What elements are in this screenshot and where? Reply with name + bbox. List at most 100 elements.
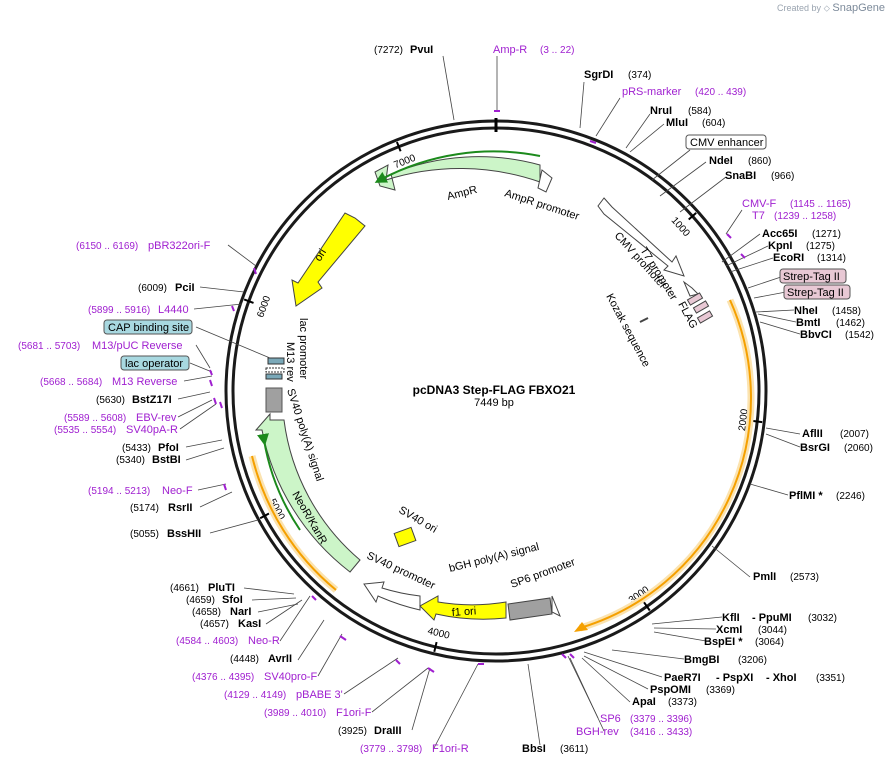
sp6-primer[interactable]: SP6	[600, 713, 621, 725]
bsrgi-label[interactable]: BsrGI	[800, 442, 830, 454]
pmli-label[interactable]: PmlI	[753, 571, 776, 583]
sv40pa-r-pos: (5535 .. 5554)	[54, 425, 116, 436]
orf-arrow[interactable]	[579, 299, 752, 629]
primer-marks	[209, 110, 746, 673]
aflii-label[interactable]: AflII	[802, 428, 823, 440]
kasi-label[interactable]: KasI	[238, 618, 261, 630]
ndei-label[interactable]: NdeI	[709, 155, 733, 167]
pfoi-label[interactable]: PfoI	[158, 442, 179, 454]
ampr-r-primer[interactable]: Amp-R	[493, 44, 527, 56]
pluti-label[interactable]: PluTI	[208, 582, 235, 594]
bgh-polya-feature[interactable]	[507, 597, 553, 621]
pbabe3-pos: (4129 .. 4149)	[224, 690, 286, 701]
sv40pro-f-primer[interactable]: SV40pro-F	[264, 671, 317, 683]
m13-puc-reverse-primer[interactable]: M13/pUC Reverse	[92, 340, 182, 352]
draiii-label[interactable]: DraIII	[374, 725, 402, 737]
strep-feature-1[interactable]	[692, 300, 710, 314]
t7-promoter-feature[interactable]	[682, 280, 699, 297]
avrii-label[interactable]: AvrII	[268, 653, 292, 665]
f1ori-r-pos: (3779 .. 3798)	[360, 744, 422, 755]
bsshii-label[interactable]: BssHII	[167, 528, 201, 540]
pcii-label[interactable]: PciI	[175, 282, 195, 294]
bgh-rev-pos: (3416 .. 3433)	[630, 727, 692, 738]
f1ori-r-primer[interactable]: F1ori-R	[432, 743, 469, 755]
bstz17i-pos: (5630)	[96, 395, 125, 406]
nhei-label[interactable]: NheI	[794, 305, 818, 317]
cap-binding-box[interactable]: CAP binding site	[103, 319, 193, 335]
sp6-promoter-feature[interactable]	[551, 595, 561, 618]
rsrii-label[interactable]: RsrII	[168, 502, 192, 514]
sv40-promoter-feature[interactable]	[363, 581, 421, 611]
pbr322ori-f-primer[interactable]: pBR322ori-F	[148, 240, 211, 252]
lac-operator-feature[interactable]	[265, 373, 283, 380]
tick-mark-5000	[259, 512, 270, 520]
lac-promoter-feature[interactable]	[265, 367, 285, 373]
apai-label[interactable]: ApaI	[632, 696, 656, 708]
nrui-label[interactable]: NruI	[650, 105, 672, 117]
snapgene-logo-icon: ⬦	[823, 3, 830, 13]
bbvci-label[interactable]: BbvCI	[800, 329, 832, 341]
strep-feature-2[interactable]	[696, 310, 714, 324]
neo-r-primer[interactable]: Neo-R	[248, 635, 280, 647]
f1ori-f-primer[interactable]: F1ori-F	[336, 707, 372, 719]
t7-pos: (1239 .. 1258)	[774, 211, 836, 222]
xcmi-label[interactable]: XcmI	[716, 624, 742, 636]
lac-operator-box[interactable]: lac operator	[120, 355, 190, 371]
bmgbi-pos: (3206)	[738, 655, 767, 666]
sv40-polya-block[interactable]	[265, 387, 283, 413]
sv40pa-r-primer[interactable]: SV40pA-R	[126, 424, 178, 436]
nari-label[interactable]: NarI	[230, 606, 251, 618]
bbvci-pos: (1542)	[845, 330, 874, 341]
f1-ori-feature[interactable]	[419, 595, 507, 621]
plasmid-size: 7449 bp	[474, 397, 514, 409]
bmti-label[interactable]: BmtI	[796, 317, 820, 329]
acc65i-label[interactable]: Acc65I	[762, 228, 797, 240]
pbabe3-primer[interactable]: pBABE 3'	[296, 689, 343, 701]
m13-reverse-primer[interactable]: M13 Reverse	[112, 376, 177, 388]
bstbi-label[interactable]: BstBI	[152, 454, 181, 466]
t7-primer[interactable]: T7	[752, 210, 765, 222]
pspomi-label[interactable]: PspOMI	[650, 684, 691, 696]
cap-binding-feature[interactable]	[267, 357, 285, 365]
bspei-pos: (3064)	[755, 637, 784, 648]
kozak-feature[interactable]	[639, 317, 649, 323]
pvui-label[interactable]: PvuI	[410, 44, 433, 56]
l4440-primer[interactable]: L4440	[158, 304, 189, 316]
xhoi-label[interactable]: - XhoI	[766, 672, 797, 684]
ecori-label[interactable]: EcoRI	[773, 252, 804, 264]
bgh-rev-primer[interactable]: BGH-rev	[576, 726, 619, 738]
bstbi-pos: (5340)	[116, 455, 145, 466]
kpni-label[interactable]: KpnI	[768, 240, 792, 252]
bbsi-label[interactable]: BbsI	[522, 743, 546, 755]
sfoi-label[interactable]: SfoI	[222, 594, 243, 606]
pflmi-label[interactable]: PflMI *	[789, 490, 823, 502]
flag-feature[interactable]	[686, 292, 704, 306]
ori-feature[interactable]	[291, 212, 366, 307]
cmv-promoter-feature[interactable]	[597, 197, 685, 277]
ebv-rev-primer[interactable]: EBV-rev	[136, 412, 177, 424]
mlui-label[interactable]: MluI	[666, 117, 688, 129]
kfli-label[interactable]: KflI	[722, 612, 740, 624]
cmv-f-primer[interactable]: CMV-F	[742, 198, 777, 210]
bmgbi-label[interactable]: BmgBI	[684, 654, 719, 666]
m13-reverse-pos: (5668 .. 5684)	[40, 377, 102, 388]
neo-r-pos: (4584 .. 4603)	[176, 636, 238, 647]
bspei-label[interactable]: BspEI *	[704, 636, 743, 648]
ndei-pos: (860)	[748, 156, 771, 167]
bstz17i-label[interactable]: BstZ17I	[132, 394, 172, 406]
cmv-enhancer-box[interactable]: CMV enhancer	[685, 134, 767, 150]
paer7i-label[interactable]: PaeR7I	[664, 672, 701, 684]
sv40pro-f-pos: (4376 .. 4395)	[192, 672, 254, 683]
sv40-ori-feature[interactable]	[393, 526, 417, 548]
ppumi-label[interactable]: - PpuMI	[752, 612, 792, 624]
prs-marker-primer[interactable]: pRS-marker	[622, 86, 682, 98]
ampr-promoter-feature[interactable]	[537, 169, 553, 193]
snabi-label[interactable]: SnaBI	[725, 170, 756, 182]
neor-feature[interactable]	[254, 412, 361, 573]
strep-tag-box-2[interactable]: Strep-Tag II	[783, 284, 851, 300]
neo-f-primer[interactable]: Neo-F	[162, 485, 193, 497]
strep-tag-box-1[interactable]: Strep-Tag II	[779, 268, 847, 284]
sgrdi-label[interactable]: SgrDI	[584, 69, 613, 81]
pspxi-label[interactable]: - PspXI	[716, 672, 753, 684]
orf-left-arrow[interactable]	[251, 455, 337, 591]
